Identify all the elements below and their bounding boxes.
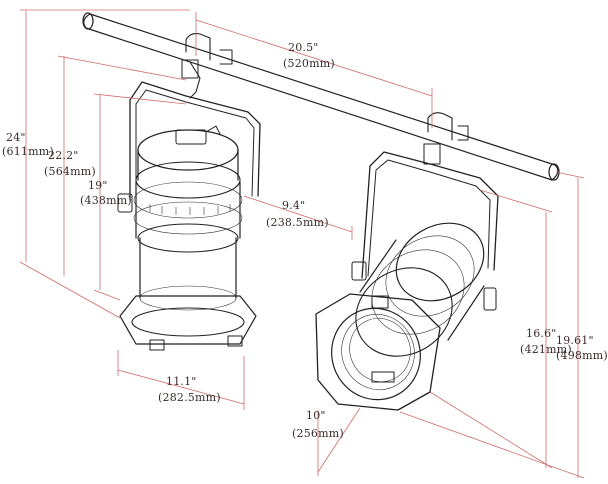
clamp-height-mm-label: (564mm) (44, 165, 96, 178)
body-diameter-mm-label: (238.5mm) (266, 216, 329, 229)
c-clamp-icon (423, 112, 469, 165)
yoke-height-inch-label: 19" (88, 179, 108, 192)
yoke-icon (117, 81, 261, 213)
overall-height-mm-label: (611mm) (2, 145, 54, 158)
clamp-height-inch-label: 22.2" (48, 149, 79, 162)
dimension-lines (19, 9, 585, 479)
body-diameter-inch-label: 9.4" (282, 199, 306, 212)
yoke-height-mm-label: (438mm) (80, 194, 132, 207)
base-width-mm-label: (282.5mm) (158, 391, 221, 404)
left-fixture-icon (117, 33, 261, 351)
right-height-inch-label: 16.6" (526, 327, 557, 340)
lens-frame-icon (119, 295, 257, 351)
fixture-body-icon (355, 222, 485, 357)
yoke-icon (351, 151, 499, 311)
fixture-body-icon (133, 125, 243, 311)
right-fixture-icon (315, 112, 499, 411)
lens-frame-icon (315, 293, 441, 411)
right-height-mm-label: (421mm) (520, 343, 572, 356)
bar-length-mm-label: (520mm) (283, 57, 335, 70)
tilted-depth-inch-label: 10" (306, 409, 326, 422)
bar-length-inch-label: 20.5" (288, 41, 319, 54)
right-overall-inch-label: 19.61" (556, 334, 594, 347)
right-overall-mm-label: (498mm) (556, 349, 608, 362)
overall-height-inch-label: 24" (6, 131, 26, 144)
tilted-depth-mm-label: (256mm) (292, 427, 344, 440)
pipe-bar-icon (82, 12, 560, 181)
c-clamp-icon (181, 33, 233, 99)
base-width-inch-label: 11.1" (166, 375, 197, 388)
